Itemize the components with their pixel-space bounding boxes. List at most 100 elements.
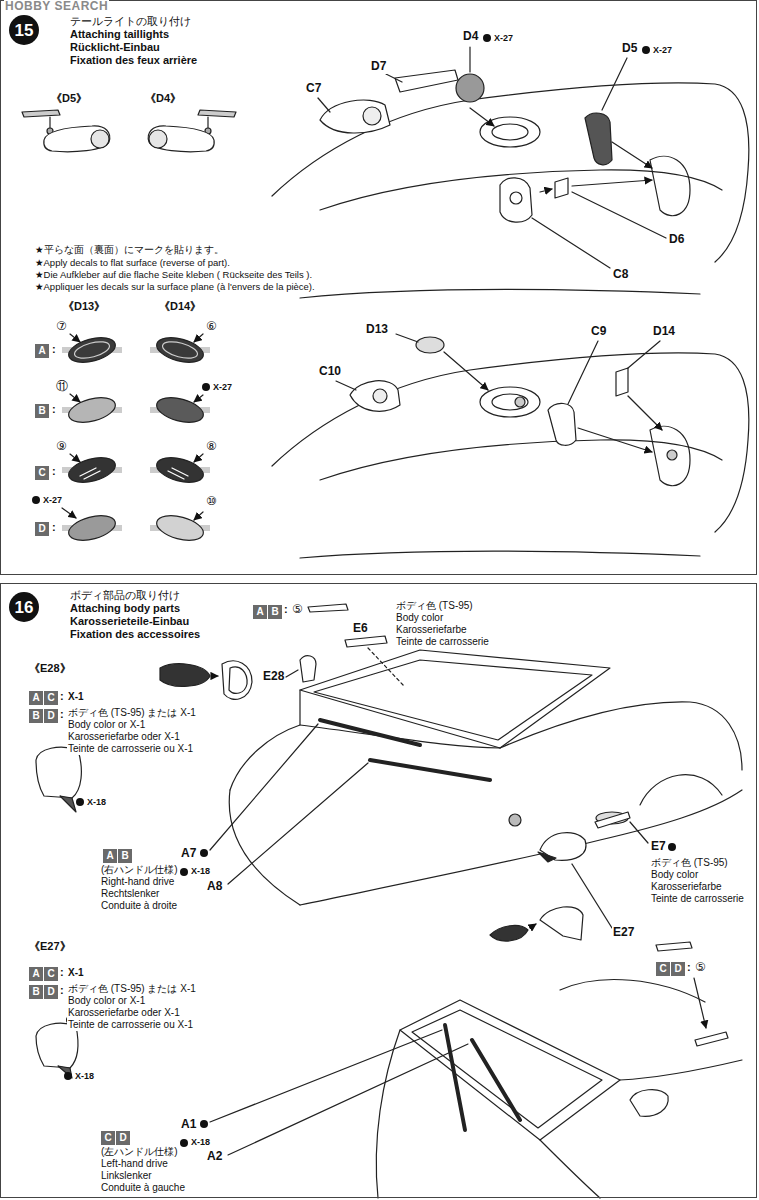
drive-note: (右ハンドル仕様) <box>100 864 179 876</box>
variant-letter: C <box>47 969 54 979</box>
variant-box: A <box>35 344 49 358</box>
paint-code: X-27 <box>212 382 233 392</box>
part-number: D13 <box>365 323 389 337</box>
variant-box: B <box>118 849 132 863</box>
part-name: 《E28》 <box>28 662 72 675</box>
part-number: A2 <box>206 1150 223 1164</box>
paint-code: X-27 <box>493 33 514 43</box>
paint-code: X-18 <box>190 866 211 876</box>
variant-box: D <box>44 985 58 999</box>
paint-code: X-27 <box>42 495 63 505</box>
part-number: E27 <box>612 926 635 940</box>
variant-letter: B <box>121 851 128 861</box>
drive-note: Conduite à gauche <box>100 1182 186 1194</box>
color-note: ボディ色 (TS-95) または X-1 <box>67 707 197 719</box>
part-number: C8 <box>612 268 629 282</box>
taillight-parts <box>318 34 666 268</box>
step-number: 15 <box>9 15 39 45</box>
separator: : <box>51 465 57 478</box>
color-note: Teinte de carrosserie <box>395 636 490 648</box>
step-title: Attaching taillights <box>69 28 170 41</box>
variant-box: A <box>103 849 117 863</box>
decal-number: ⑧ <box>205 440 218 454</box>
color-note: Karosseriefarbe oder X-1 <box>67 1007 181 1019</box>
part-number: A7 <box>180 847 197 861</box>
car-rear-body <box>272 353 749 558</box>
decal-icon <box>22 110 236 152</box>
separator: : <box>59 984 65 997</box>
variant-letter: C <box>38 468 45 478</box>
part-number: C9 <box>590 325 607 339</box>
paint-code: X-18 <box>190 1137 211 1147</box>
step-title: Fixation des feux arrière <box>69 54 198 67</box>
paint-code: X-1 <box>67 967 85 979</box>
variant-box: B <box>35 404 49 418</box>
color-note: ボディ色 (TS-95) または X-1 <box>67 983 197 995</box>
car-front-body <box>180 942 742 1198</box>
step-title: Fixation des accessoires <box>69 628 201 641</box>
variant-letter: D <box>47 987 54 997</box>
decal-number: ⑤ <box>694 961 707 975</box>
variant-box: C <box>35 466 49 480</box>
separator: : <box>51 521 57 534</box>
separator: : <box>283 603 289 616</box>
door-handle-icon <box>308 604 404 686</box>
part-number: D5 <box>621 42 638 56</box>
drive-note: Left-hand drive <box>100 1158 169 1170</box>
variant-box: D <box>116 1131 130 1145</box>
color-note: Body color or X-1 <box>67 719 146 731</box>
part-number: E6 <box>352 622 369 636</box>
decal-number: ⑨ <box>55 440 68 454</box>
color-note: Body color or X-1 <box>67 995 146 1007</box>
variant-box: C <box>101 1131 115 1145</box>
part-number: E7 <box>650 840 667 854</box>
variant-letter: B <box>32 711 39 721</box>
color-note: ボディ色 (TS-95) <box>395 600 474 612</box>
variant-box: B <box>29 985 43 999</box>
separator: : <box>51 403 57 416</box>
step-title-ja: ボディ部品の取り付け <box>69 589 181 602</box>
variant-box: B <box>29 709 43 723</box>
part-number: A8 <box>206 880 223 894</box>
part-number: D6 <box>668 233 685 247</box>
variant-box: C <box>44 691 58 705</box>
variant-letter: B <box>32 987 39 997</box>
part-number: C10 <box>318 365 342 379</box>
note-text: ★Appliquer les decals sur la surface pla… <box>34 282 316 293</box>
part-name: 《D13》 <box>62 300 106 313</box>
variant-letter: A <box>256 607 263 617</box>
note-text: ★Die Aufkleber auf die flache Seite kleb… <box>34 270 313 281</box>
separator: : <box>59 708 65 721</box>
part-name: 《D4》 <box>144 92 182 105</box>
variant-letter: D <box>47 711 54 721</box>
step-title-ja: テールライトの取り付け <box>69 15 192 28</box>
variant-box: C <box>656 962 670 976</box>
drive-note: Conduite à droite <box>100 900 178 912</box>
car-rear-body <box>272 83 749 298</box>
color-note: Karosseriefarbe oder X-1 <box>67 731 181 743</box>
color-note: ボディ色 (TS-95) <box>650 857 729 869</box>
step-number: 16 <box>9 592 39 622</box>
variant-box: C <box>44 967 58 981</box>
part-number: E28 <box>262 670 285 684</box>
color-note: Body color <box>650 869 699 881</box>
step-title: Attaching body parts <box>69 602 181 615</box>
variant-letter: B <box>271 607 278 617</box>
variant-letter: A <box>106 851 113 861</box>
color-note: Teinte de carrosserie ou X-1 <box>67 1019 194 1031</box>
part-name: 《D14》 <box>158 300 202 313</box>
step-title: Karosserieteile-Einbau <box>69 615 190 628</box>
variant-box: A <box>29 967 43 981</box>
mirror-detail <box>36 661 252 1080</box>
step-number-text: 15 <box>15 22 34 39</box>
decal-number: ⑩ <box>205 495 218 509</box>
color-note: Body color <box>395 612 444 624</box>
color-note: Karosseriefarbe <box>395 624 468 636</box>
variant-box: D <box>35 522 49 536</box>
variant-box: D <box>671 962 685 976</box>
variant-letter: D <box>674 964 681 974</box>
part-name: 《E27》 <box>28 940 72 953</box>
variant-letter: A <box>32 693 39 703</box>
decal-variants <box>32 333 210 545</box>
